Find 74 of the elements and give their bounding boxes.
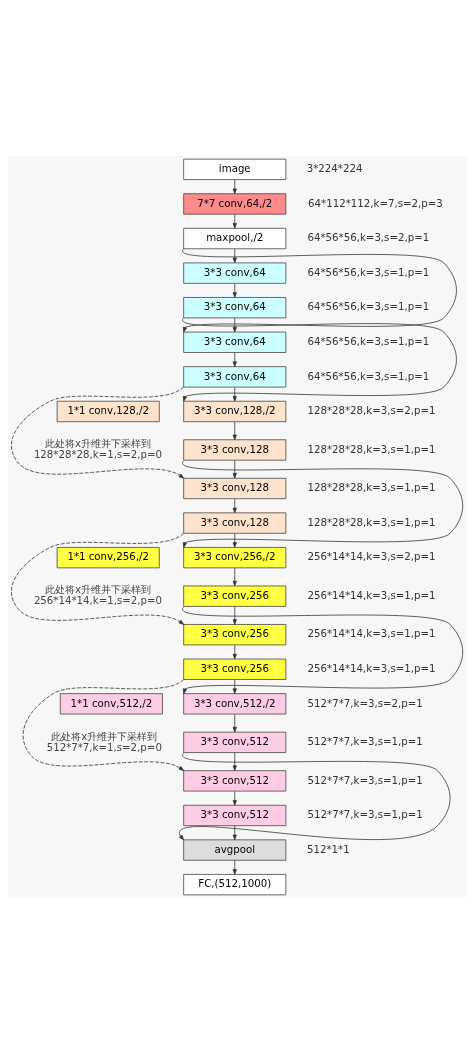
arrow bbox=[232, 351, 237, 367]
node-box: 3*3 conv,64 bbox=[183, 262, 287, 284]
node-box: 3*3 conv,256 bbox=[183, 658, 287, 680]
arrow bbox=[232, 751, 237, 771]
arrow bbox=[232, 317, 237, 332]
node-box: 3*3 conv,128,/2 bbox=[183, 400, 287, 422]
node-label: 此处将x升维并下采样到512*7*7,k=1,s=2,p=0 bbox=[46, 730, 162, 753]
node-box: 3*3 conv,512 bbox=[183, 731, 287, 753]
arrow bbox=[232, 790, 237, 806]
node-label: 256*14*14,k=3,s=1,p=1 bbox=[307, 662, 436, 674]
arrow bbox=[232, 213, 237, 229]
node-label: 128*28*28,k=3,s=1,p=1 bbox=[307, 516, 436, 528]
node-label: 64*56*56,k=3,s=1,p=1 bbox=[307, 370, 430, 382]
node-label: 512*7*7,k=3,s=1,p=1 bbox=[307, 774, 423, 786]
node-label: 128*28*28,k=3,s=1,p=1 bbox=[307, 481, 436, 493]
node-box: 1*1 conv,128,/2 bbox=[56, 400, 160, 422]
node-box: 3*3 conv,512 bbox=[183, 769, 287, 791]
node-box: maxpool,/2 bbox=[183, 227, 287, 249]
node-label: 64*56*56,k=3,s=1,p=1 bbox=[307, 266, 430, 278]
node-label: 64*112*112,k=7,s=2,p=3 bbox=[308, 197, 443, 209]
node-box: 3*3 conv,256,/2 bbox=[183, 546, 287, 568]
node-label: 256*14*14,k=3,s=1,p=1 bbox=[307, 627, 436, 639]
arrow bbox=[11, 532, 185, 625]
node-label: 256*14*14,k=3,s=2,p=1 bbox=[307, 550, 436, 562]
node-label: 64*56*56,k=3,s=1,p=1 bbox=[307, 300, 430, 312]
node-box: 3*3 conv,256 bbox=[183, 585, 287, 607]
node-label: 此处将x升维并下采样到128*28*28,k=1,s=2,p=0 bbox=[33, 437, 163, 460]
arrow bbox=[11, 386, 185, 479]
node-box: 3*3 conv,128 bbox=[183, 438, 287, 461]
node-box: 3*3 conv,256 bbox=[183, 623, 287, 645]
node-box: 3*3 conv,64 bbox=[183, 296, 287, 318]
node-label: 64*56*56,k=3,s=2,p=1 bbox=[307, 231, 430, 243]
arrow bbox=[182, 317, 457, 402]
arrow bbox=[232, 248, 237, 263]
arrow bbox=[232, 859, 237, 875]
arrow bbox=[232, 421, 237, 440]
node-box: 3*3 conv,512 bbox=[183, 804, 287, 826]
node-label: 3*224*224 bbox=[306, 162, 363, 174]
arrow bbox=[182, 606, 464, 694]
arrow bbox=[232, 567, 237, 586]
node-label: 128*28*28,k=3,s=1,p=1 bbox=[307, 443, 436, 455]
node-box: 3*3 conv,128 bbox=[183, 511, 287, 534]
node-label: 此处将x升维并下采样到256*14*14,k=1,s=2,p=0 bbox=[33, 583, 163, 606]
node-box: 3*3 conv,128 bbox=[183, 477, 287, 499]
node-box: 1*1 conv,512,/2 bbox=[59, 692, 163, 714]
arrow bbox=[232, 713, 237, 732]
node-box: 3*3 conv,64 bbox=[183, 331, 287, 353]
arrow bbox=[179, 752, 451, 840]
node-box: 3*3 conv,512,/2 bbox=[183, 692, 287, 714]
node-label: 128*28*28,k=3,s=2,p=1 bbox=[307, 404, 436, 416]
arrow bbox=[22, 678, 185, 771]
arrow bbox=[232, 644, 237, 659]
node-box: avgpool bbox=[183, 838, 287, 861]
arrow bbox=[182, 247, 457, 332]
node-label: 512*7*7,k=3,s=2,p=1 bbox=[307, 697, 423, 709]
node-label: 64*56*56,k=3,s=1,p=1 bbox=[307, 335, 430, 347]
arrow bbox=[232, 678, 237, 694]
node-label: 512*7*7,k=3,s=1,p=1 bbox=[307, 808, 423, 820]
arrow bbox=[232, 386, 237, 402]
node-box: FC,(512,1000) bbox=[183, 873, 287, 895]
arrow bbox=[232, 459, 237, 479]
node-box: 7*7 conv,64,/2 bbox=[183, 192, 287, 215]
arrow bbox=[232, 282, 237, 298]
node-label: 512*7*7,k=3,s=1,p=1 bbox=[307, 735, 423, 747]
node-label: 512*1*1 bbox=[306, 843, 350, 855]
arrow bbox=[232, 178, 237, 194]
arrow bbox=[232, 532, 237, 548]
node-label: 256*14*14,k=3,s=1,p=1 bbox=[307, 589, 436, 601]
node-box: 1*1 conv,256,/2 bbox=[56, 546, 160, 568]
node-box: 3*3 conv,64 bbox=[183, 365, 287, 387]
arrow bbox=[232, 498, 237, 513]
arrow bbox=[232, 825, 237, 840]
arrow bbox=[232, 605, 237, 625]
node-box: image bbox=[183, 158, 287, 180]
